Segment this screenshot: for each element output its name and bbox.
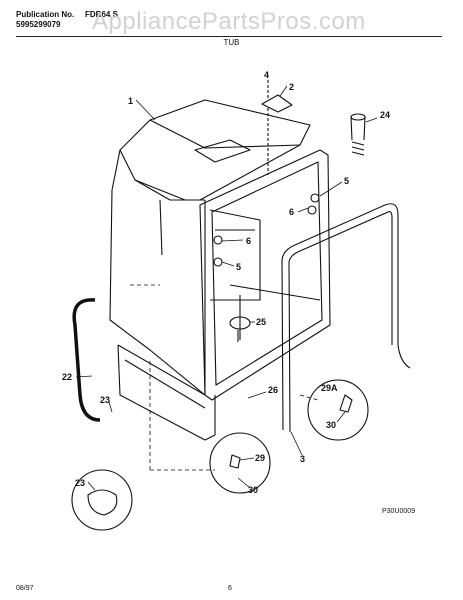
callout-29: 29 (255, 453, 265, 463)
tub-base (117, 344, 216, 441)
footer-date: 08/97 (16, 585, 34, 592)
callout-6-mid: 6 (246, 236, 251, 246)
callout-23-hose: 23 (100, 395, 110, 405)
publication-number: 5995299079 (16, 20, 61, 29)
callout-26: 26 (268, 385, 278, 395)
wash-arm-25 (229, 316, 251, 342)
callout-22: 22 (62, 372, 72, 382)
site-watermark: AppliancePartsPros.com (92, 8, 366, 35)
callout-6-top: 6 (289, 207, 294, 217)
callout-23-detail: 23 (75, 478, 85, 488)
callout-5-mid: 5 (236, 262, 241, 272)
reference-code: P30U0009 (382, 508, 416, 515)
callout-3: 3 (300, 454, 305, 464)
fill-tube-24 (350, 113, 366, 156)
publication-label: Publication No. (16, 10, 75, 19)
publication-block: Publication No. 5995299079 (16, 10, 74, 30)
drain-hose (72, 298, 101, 422)
door-gasket (281, 203, 411, 431)
callout-24: 24 (380, 110, 390, 120)
bracket-2 (261, 94, 293, 113)
callout-30-lower: 30 (248, 485, 258, 495)
tub-front-frame (199, 149, 331, 401)
callout-29a: 29A (321, 383, 338, 393)
header-rule (16, 36, 442, 37)
detail-circle-23 (71, 469, 133, 531)
callout-30-upper: 30 (326, 420, 336, 430)
detail-circle-29a (307, 379, 369, 441)
callout-2: 2 (289, 82, 294, 92)
model-number: FDB64 S (85, 10, 118, 19)
callout-4: 4 (264, 70, 269, 80)
page-number: 6 (228, 585, 232, 592)
detail-circle-29 (209, 432, 271, 494)
section-title: TUB (223, 38, 240, 47)
tub-body (109, 99, 311, 396)
callout-25: 25 (256, 317, 266, 327)
callout-1: 1 (128, 96, 133, 106)
callout-5-top: 5 (344, 176, 349, 186)
